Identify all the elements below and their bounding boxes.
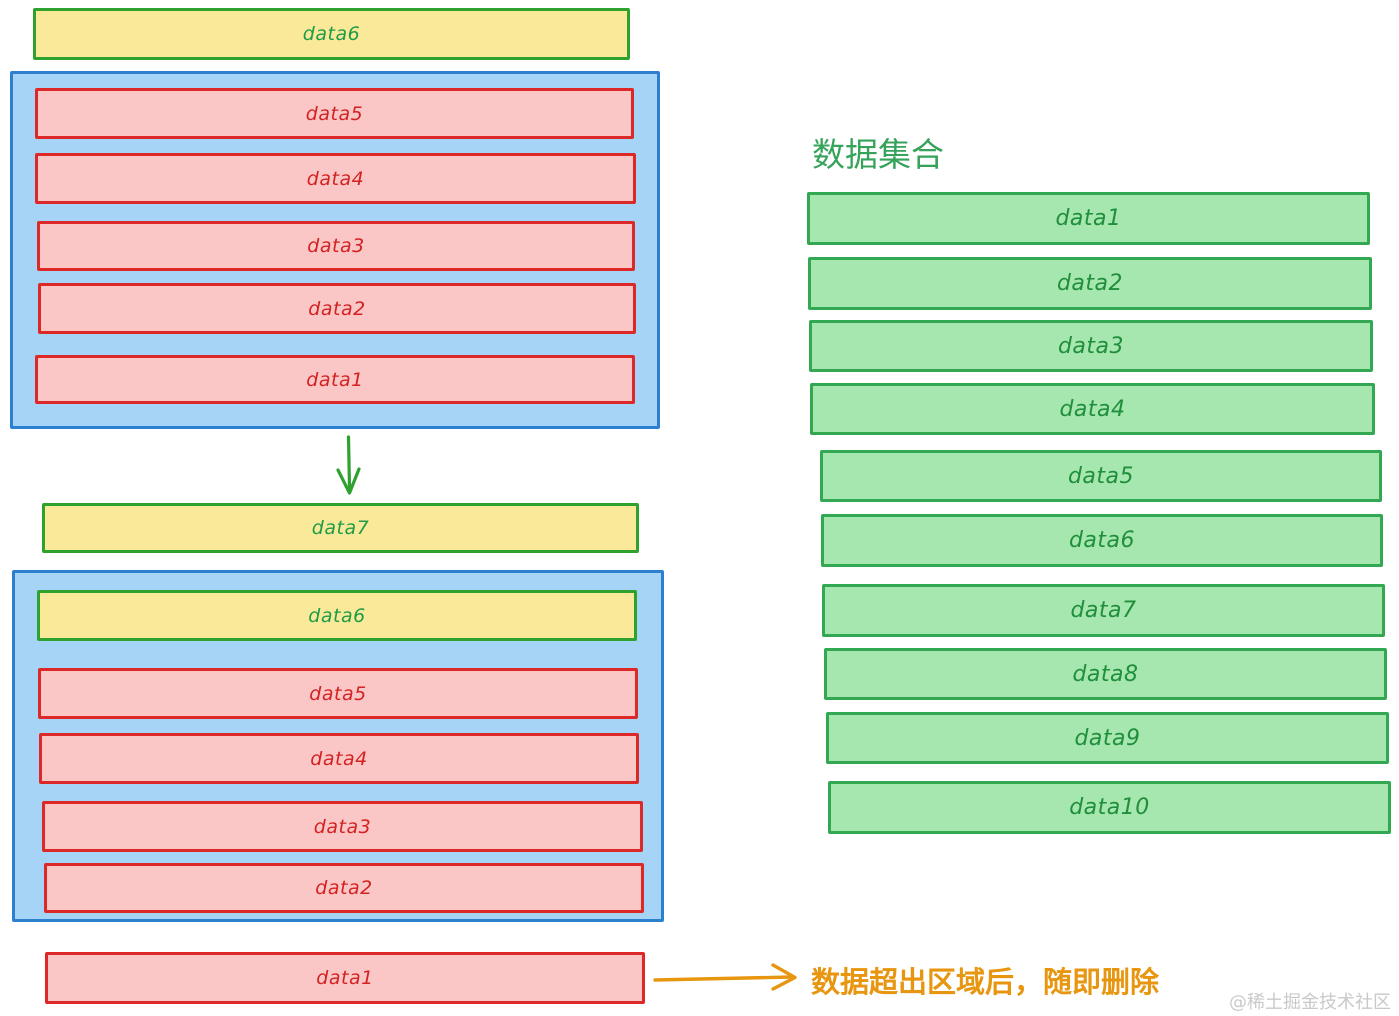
evicted-item-label: data1 [316, 967, 374, 989]
collection-item-label: data8 [1072, 661, 1139, 687]
collection-title: 数据集合 [812, 135, 944, 174]
evicted-item-box[interactable]: data1 [45, 952, 645, 1004]
collection-item-data5[interactable]: data5 [820, 450, 1382, 502]
collection-item-data1[interactable]: data1 [807, 192, 1370, 245]
collection-item-data6[interactable]: data6 [821, 514, 1383, 567]
stage-before-item-label: data5 [305, 102, 364, 125]
stage-before-item-label: data2 [308, 297, 366, 320]
stage-after-incoming-box[interactable]: data7 [42, 503, 639, 553]
right-arrow-icon [653, 963, 797, 991]
stage-before-item-label: data1 [306, 368, 364, 391]
stage-before-incoming-box[interactable]: data6 [33, 8, 630, 60]
collection-item-data8[interactable]: data8 [824, 648, 1387, 700]
collection-item-label: data4 [1059, 396, 1126, 422]
collection-item-data9[interactable]: data9 [826, 712, 1389, 764]
stage-before-item-data3[interactable]: data3 [37, 221, 635, 271]
collection-item-data4[interactable]: data4 [810, 383, 1375, 435]
stage-after-item-label: data3 [313, 815, 372, 838]
collection-item-label: data9 [1074, 725, 1141, 751]
down-arrow-icon [336, 435, 361, 495]
stage-before-item-data2[interactable]: data2 [38, 283, 636, 334]
collection-item-label: data1 [1055, 206, 1122, 231]
stage-before-item-data4[interactable]: data4 [35, 153, 636, 204]
stage-after-item-label: data2 [315, 877, 373, 899]
stage-after-incoming-label: data7 [311, 517, 370, 539]
stage-before-item-data5[interactable]: data5 [35, 88, 634, 139]
stage-after-item-data6[interactable]: data6 [37, 590, 637, 641]
stage-before-item-data1[interactable]: data1 [35, 355, 635, 404]
stage-after-item-data4[interactable]: data4 [39, 733, 639, 784]
stage-after-item-label: data4 [310, 747, 368, 770]
watermark: @稀土掘金技术社区 [1229, 992, 1391, 1013]
stage-after-item-data3[interactable]: data3 [42, 801, 643, 852]
collection-item-data10[interactable]: data10 [828, 781, 1391, 834]
stage-before-item-label: data4 [306, 167, 365, 190]
collection-item-label: data3 [1057, 333, 1125, 359]
stage-after-item-label: data6 [308, 604, 366, 627]
stage-after-item-label: data5 [309, 682, 367, 705]
collection-item-label: data5 [1067, 463, 1135, 489]
collection-item-label: data10 [1069, 795, 1150, 820]
collection-item-label: data7 [1070, 598, 1137, 623]
stage-before-item-label: data3 [307, 235, 365, 257]
collection-item-label: data6 [1068, 528, 1136, 553]
collection-item-data3[interactable]: data3 [809, 320, 1373, 372]
eviction-note: 数据超出区域后，随即删除 [811, 965, 1160, 999]
collection-item-data2[interactable]: data2 [808, 257, 1372, 310]
stage-after-item-data5[interactable]: data5 [38, 668, 638, 719]
collection-item-label: data2 [1056, 271, 1124, 296]
collection-item-data7[interactable]: data7 [822, 584, 1385, 637]
stage-before-incoming-label: data6 [302, 23, 361, 45]
stage-after-item-data2[interactable]: data2 [44, 863, 644, 913]
